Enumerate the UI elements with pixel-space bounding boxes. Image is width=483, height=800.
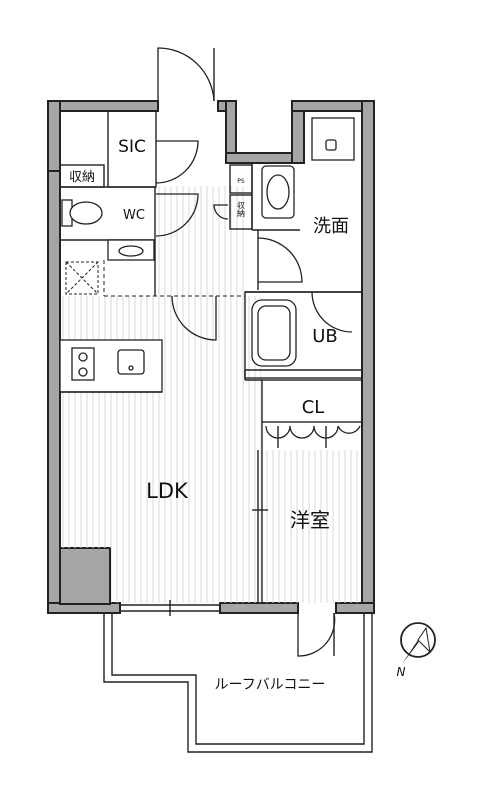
label-washroom: 洗面	[313, 216, 349, 237]
label-western-room: 洋室	[290, 508, 330, 532]
label-cl: CL	[302, 397, 325, 418]
label-roof-balcony: ルーフバルコニー	[215, 677, 326, 693]
label-ps: PS	[237, 178, 245, 185]
label-storage-left: 収納	[69, 170, 95, 185]
label-storage-small: 収納	[237, 200, 246, 218]
label-ldk: LDK	[146, 479, 189, 503]
compass: N	[397, 622, 436, 679]
fixtures	[61, 117, 355, 381]
roof-balcony-outline	[103, 613, 373, 753]
flooring	[60, 186, 362, 603]
compass-north-label: N	[397, 665, 406, 679]
label-ub: UB	[312, 326, 338, 347]
outer-walls	[47, 100, 375, 614]
toilet-fixture	[61, 199, 103, 227]
room-labels: SIC 収納 WC PS 収納 洗面 UB CL LDK 洋室 ルーフバルコニー	[69, 137, 349, 693]
label-wc: WC	[123, 208, 145, 223]
label-sic: SIC	[118, 137, 146, 157]
doors	[120, 47, 361, 657]
